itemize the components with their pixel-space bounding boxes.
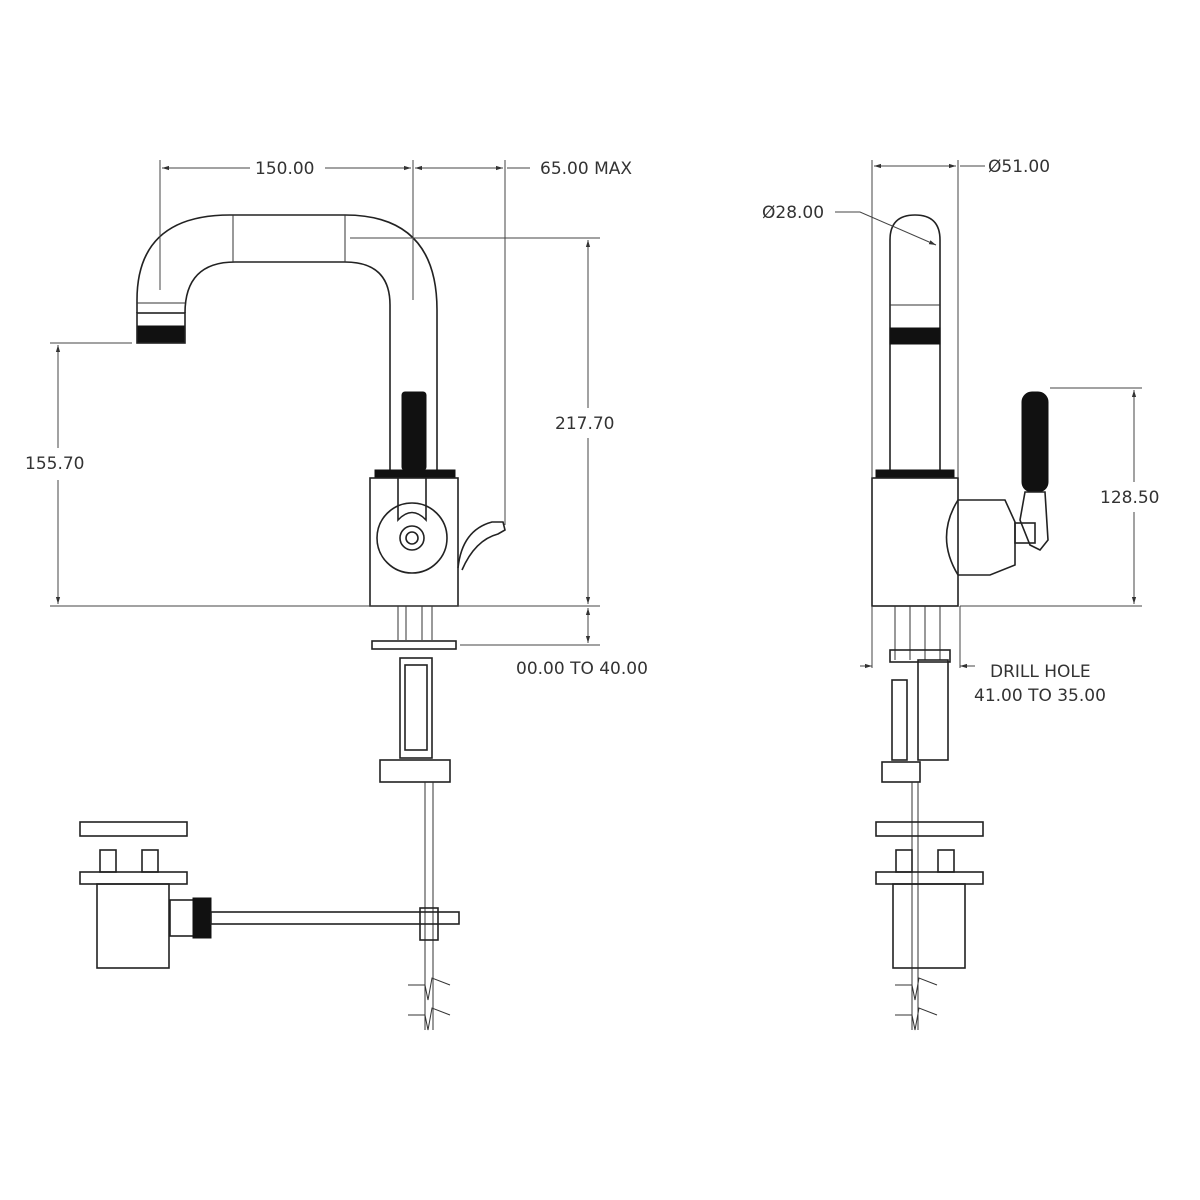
dim-body-diameter: Ø51.00 — [988, 157, 1050, 177]
side-lever — [1021, 391, 1049, 493]
dim-deck-thickness: 00.00 TO 40.00 — [516, 659, 648, 679]
side-spout — [889, 214, 941, 472]
dim-total-height: 217.70 — [555, 414, 614, 434]
front-view — [79, 214, 506, 1031]
dim-lever-reach: 65.00 MAX — [540, 159, 632, 179]
side-body — [871, 477, 959, 607]
pop-up-waste-plug — [79, 821, 188, 837]
lever-handle — [401, 391, 427, 471]
waste-rod — [210, 911, 460, 925]
tap-body — [369, 477, 459, 607]
dim-spout-reach: 150.00 — [255, 159, 314, 179]
dimension-labels: 150.00 65.00 MAX 217.70 155.70 00.00 TO … — [25, 157, 1159, 706]
drill-hole-label: DRILL HOLE — [990, 662, 1091, 682]
dimension-lines — [50, 160, 1142, 669]
drill-hole-range: 41.00 TO 35.00 — [974, 686, 1106, 706]
dim-spout-height: 155.70 — [25, 454, 84, 474]
dim-lever-height: 128.50 — [1100, 488, 1159, 508]
aerator-band — [136, 325, 186, 343]
side-view — [871, 214, 1049, 1031]
spout-outline — [136, 214, 438, 472]
dim-spout-diameter: Ø28.00 — [762, 203, 824, 223]
